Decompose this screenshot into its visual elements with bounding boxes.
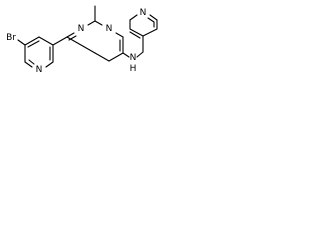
bond bbox=[24, 36, 40, 46]
bromine-label: Br bbox=[6, 33, 16, 43]
bond bbox=[129, 31, 141, 39]
bond bbox=[136, 51, 144, 58]
bond bbox=[142, 28, 158, 37]
pyridine-nitrogen-label-right: N bbox=[140, 8, 147, 18]
bond bbox=[38, 36, 54, 46]
bond bbox=[66, 36, 96, 54]
bond bbox=[17, 39, 26, 46]
bond bbox=[147, 17, 155, 23]
bond bbox=[68, 35, 77, 41]
bond bbox=[24, 61, 33, 68]
pyrimidine-nitrogen-label-right: N bbox=[106, 24, 113, 34]
bond bbox=[94, 20, 103, 26]
chemical-structure-diagram: Br N N N N H N bbox=[6, 5, 158, 75]
amine-nitrogen-label: N bbox=[130, 53, 137, 63]
bond bbox=[27, 40, 40, 48]
bond bbox=[129, 14, 138, 21]
bond bbox=[94, 52, 110, 62]
pyridine-nitrogen-label: N bbox=[36, 65, 43, 75]
bond bbox=[129, 28, 144, 37]
pyrimidine-ring bbox=[66, 20, 124, 62]
amine-hydrogen-label: H bbox=[130, 64, 137, 74]
bond bbox=[122, 52, 130, 58]
bond bbox=[87, 20, 96, 26]
bond bbox=[149, 14, 158, 21]
bond bbox=[115, 32, 124, 38]
bond bbox=[45, 61, 54, 68]
pyridylmethyl-ring bbox=[129, 14, 158, 53]
bromopyridine-ring bbox=[17, 36, 54, 68]
bond bbox=[28, 59, 35, 65]
bond bbox=[108, 52, 124, 62]
pyrimidine-nitrogen-label-top: N bbox=[78, 24, 85, 34]
bond bbox=[52, 36, 68, 46]
bond bbox=[66, 32, 75, 38]
